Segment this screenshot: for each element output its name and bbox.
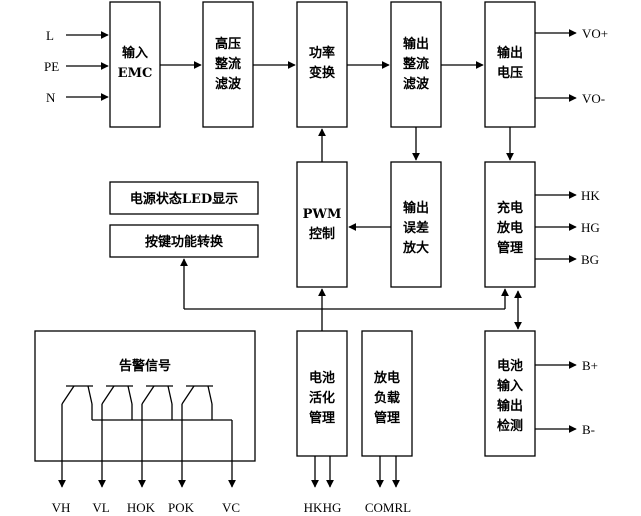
output-rectifier-line1: 输出 <box>403 36 429 52</box>
output-label-b-plus: B+ <box>582 358 598 373</box>
pwm-control-line2: 控制 <box>309 226 335 242</box>
pwm-control-block: PWM 控制 <box>296 161 348 288</box>
discharge-load-line2: 负载 <box>374 390 400 406</box>
input-emc-line1: 输入 <box>122 45 148 61</box>
output-label-b-minus: B- <box>582 422 595 437</box>
output-error-amp-block: 输出 误差 放大 <box>390 161 442 288</box>
bottom-label-vh: VH <box>52 500 71 515</box>
bottom-label-comrl: COMRL <box>365 500 411 515</box>
battery-io-detect-line2: 输入 <box>497 378 523 394</box>
bottom-label-hok: HOK <box>127 500 156 515</box>
charge-discharge-line3: 管理 <box>497 240 523 256</box>
bottom-label-pok: POK <box>168 500 195 515</box>
key-switch-block: 按键功能转换 <box>109 224 259 258</box>
pwm-control-line1: PWM <box>303 207 342 222</box>
led-display-block: 电源状态LED显示 <box>109 181 259 215</box>
hv-rectifier-line1: 高压 <box>215 36 241 52</box>
input-emc-line2: EMC <box>118 66 153 81</box>
input-label-l: L <box>46 28 54 43</box>
hv-rectifier-line2: 整流 <box>214 56 241 72</box>
charge-discharge-line2: 放电 <box>496 220 523 236</box>
key-switch-label: 按键功能转换 <box>145 234 224 250</box>
battery-io-detect-line3: 输出 <box>497 398 523 414</box>
output-voltage-line1: 输出 <box>497 45 523 61</box>
bottom-label-vl: VL <box>92 500 109 515</box>
alarm-signal-block: 告警信号 <box>34 330 256 462</box>
output-rectifier-line2: 整流 <box>402 56 429 72</box>
battery-io-detect-line1: 电池 <box>497 358 523 374</box>
power-conversion-block: 功率 变换 <box>296 1 348 128</box>
input-emc-block: 输入 EMC <box>109 1 161 128</box>
output-label-bg: BG <box>581 252 599 267</box>
bottom-label-hk: HK <box>304 500 323 515</box>
output-voltage-block: 输出 电压 <box>484 1 536 128</box>
battery-io-detect-line4: 检测 <box>497 418 523 434</box>
battery-activation-line3: 管理 <box>309 410 335 426</box>
output-label-vo-minus: VO- <box>582 91 605 106</box>
battery-io-detect-block: 电池 输入 输出 检测 <box>484 330 536 457</box>
hv-rectifier-block: 高压 整流 滤波 <box>202 1 254 128</box>
bottom-label-hg: HG <box>323 500 342 515</box>
hv-rectifier-line3: 滤波 <box>215 76 242 92</box>
bottom-label-vc: VC <box>222 500 240 515</box>
charge-discharge-line1: 充电 <box>497 200 523 216</box>
output-label-hk: HK <box>581 188 600 203</box>
discharge-load-block: 放电 负载 管理 <box>361 330 413 457</box>
battery-activation-block: 电池 活化 管理 <box>296 330 348 457</box>
output-label-hg: HG <box>581 220 600 235</box>
battery-activation-line1: 电池 <box>309 370 335 386</box>
led-display-label: 电源状态LED显示 <box>130 191 238 207</box>
power-conversion-line2: 变换 <box>309 65 336 81</box>
power-conversion-line1: 功率 <box>309 45 335 61</box>
output-rectifier-block: 输出 整流 滤波 <box>390 1 442 128</box>
alarm-signal-title: 告警信号 <box>119 358 171 374</box>
output-label-vo-plus: VO+ <box>582 26 608 41</box>
output-voltage-line2: 电压 <box>497 65 523 81</box>
output-error-amp-line2: 误差 <box>403 220 429 236</box>
battery-activation-line2: 活化 <box>309 390 335 406</box>
alarm-switches <box>58 385 236 488</box>
output-error-amp-line1: 输出 <box>403 200 429 216</box>
discharge-load-line3: 管理 <box>374 410 400 426</box>
input-label-pe: PE <box>44 59 59 74</box>
charge-discharge-block: 充电 放电 管理 <box>484 161 536 288</box>
discharge-load-line1: 放电 <box>373 370 400 386</box>
output-error-amp-line3: 放大 <box>402 240 429 256</box>
input-label-n: N <box>46 90 56 105</box>
output-rectifier-line3: 滤波 <box>403 76 430 92</box>
